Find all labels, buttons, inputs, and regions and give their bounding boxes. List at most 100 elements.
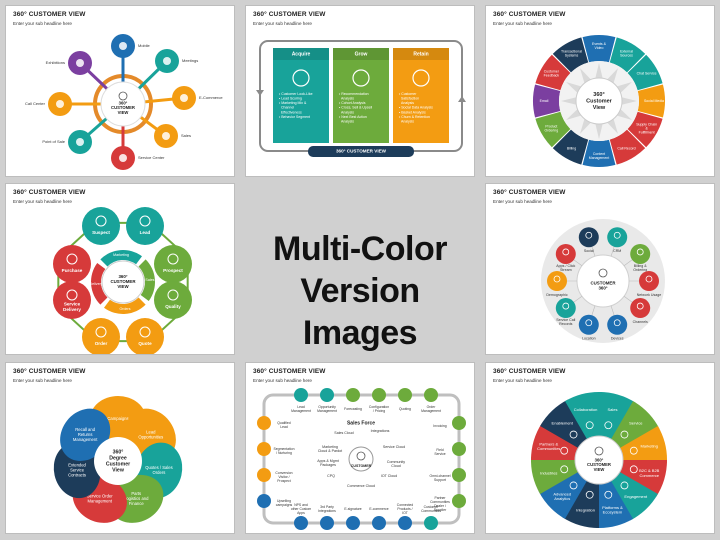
slide-6[interactable]: 360° CUSTOMER VIEW Enter your sub headli… <box>5 362 235 534</box>
cycle-label: Marketing <box>113 253 129 257</box>
slide-4[interactable]: 360° CUSTOMER VIEW Enter your sub headli… <box>5 183 235 355</box>
stage-bubble-5 <box>82 318 120 354</box>
swirl-icon <box>560 465 569 474</box>
column-item: Effectiveness <box>281 110 302 114</box>
column-title: Retain <box>413 51 428 57</box>
dot-label: Channels <box>633 320 648 324</box>
slide-title: 360° CUSTOMER VIEW <box>13 11 86 18</box>
column-item: • Lead Scoring <box>279 97 302 101</box>
dot-label: Location <box>582 337 596 341</box>
column-item: Satisfaction <box>401 97 419 101</box>
slide-subtitle: Enter your sub headline here <box>13 378 72 383</box>
bottom-node <box>346 516 360 530</box>
petal-label: Returns <box>78 432 93 437</box>
slide-1[interactable]: 360° CUSTOMER VIEW Enter your sub headli… <box>5 5 235 177</box>
petal-label: Service Order <box>87 494 113 499</box>
top-label: / Pricing <box>373 409 385 413</box>
swirl-segment-2 <box>619 426 667 464</box>
center-item: Marketing <box>322 445 338 449</box>
bubble-label: Point of Sale <box>42 139 65 144</box>
left-label: Prospect <box>277 479 290 483</box>
ring-segment-9 <box>533 84 561 118</box>
segment-label: Product <box>545 124 557 128</box>
center-label: VIEW <box>594 467 605 472</box>
ring-segment-3 <box>637 84 665 118</box>
slide-5[interactable]: 360° CUSTOMER VIEW Enter your sub headli… <box>485 183 715 355</box>
swirl-segment-10 <box>540 399 589 448</box>
inner-arrow <box>595 122 603 139</box>
petal-label: Management <box>88 498 113 503</box>
center-label: 360° <box>598 286 607 291</box>
column-item: • Recommendation <box>339 92 369 96</box>
top-label: Configuration <box>369 405 389 409</box>
inner-arrow <box>620 97 637 105</box>
bottom-node <box>398 516 412 530</box>
column-0 <box>273 48 329 143</box>
right-label: Supplier <box>434 508 447 512</box>
petal-label: Opportunities <box>138 434 163 439</box>
person-icon <box>118 91 128 101</box>
slide-title: 360° CUSTOMER VIEW <box>493 368 566 375</box>
top-node <box>346 388 360 402</box>
center-label: CUSTOMER <box>590 281 616 286</box>
bottom-node <box>320 516 334 530</box>
bottom-node <box>372 516 386 530</box>
swirl-icon <box>620 430 629 439</box>
top-label: Opportunity <box>318 405 336 409</box>
data-dot-2 <box>639 271 659 291</box>
swirl-label: Service <box>629 420 643 425</box>
right-label: Invoicing <box>433 424 446 428</box>
bubble-label: Service Center <box>138 155 165 160</box>
ring-segment-2 <box>627 54 663 91</box>
inner-arrow <box>595 63 603 80</box>
data-dot-6 <box>555 298 576 319</box>
data-dot-1 <box>630 243 651 264</box>
column-item: • Next Best Action <box>339 115 367 119</box>
center-disc <box>94 437 142 485</box>
right-label: Service <box>434 452 445 456</box>
slide-2[interactable]: 360° CUSTOMER VIEW Enter your sub headli… <box>245 5 475 177</box>
cycle-label: Delivery <box>90 282 103 286</box>
petal-label: Finance <box>129 501 145 506</box>
segment-label: & <box>645 126 648 130</box>
bubble-label: Mobile <box>138 43 151 48</box>
bubble-icon <box>119 42 127 50</box>
slide-8[interactable]: 360° CUSTOMER VIEW Enter your sub headli… <box>485 362 715 534</box>
column-item: Analysis <box>341 97 354 101</box>
column-item: • Customer Look-Like <box>279 92 313 96</box>
center-label: View <box>112 467 125 473</box>
column-head <box>393 48 449 60</box>
slide-7[interactable]: 360° CUSTOMER VIEW Enter your sub headli… <box>245 362 475 534</box>
footer-label: 360° CUSTOMER VIEW <box>336 149 387 154</box>
segment-label: Management <box>589 156 609 160</box>
swirl-icon <box>585 490 594 499</box>
dot-label: Stream <box>560 268 572 272</box>
slide-subtitle: Enter your sub headline here <box>493 21 552 26</box>
swirl-segment-7 <box>538 470 587 519</box>
center-disc <box>101 260 145 304</box>
left-arrow <box>256 90 264 96</box>
column-title: Acquire <box>292 51 311 57</box>
segment-label: Content <box>593 152 605 156</box>
top-label: Management <box>291 409 311 413</box>
dot-icon <box>636 302 644 310</box>
center-disc <box>575 77 623 125</box>
slide-subtitle: Enter your sub headline here <box>13 21 72 26</box>
swirl-segment-9 <box>531 423 579 460</box>
petal-label: Service <box>70 467 85 472</box>
customer-label: CUSTOMER <box>351 464 372 468</box>
segment-label: Sources <box>620 53 633 57</box>
center-label: CUSTOMER <box>110 279 136 284</box>
swirl-segment-6 <box>562 480 599 528</box>
slide-3[interactable]: 360° CUSTOMER VIEW Enter your sub headli… <box>485 5 715 177</box>
stage-icon <box>95 215 107 227</box>
stage-icon <box>167 289 179 301</box>
cycle-arrow-2 <box>104 297 146 314</box>
dot-icon <box>636 248 644 256</box>
swirl-label: B2C & B2B <box>639 468 660 473</box>
swirl-segment-1 <box>611 401 660 450</box>
right-label: Omni-channel <box>429 474 450 478</box>
top-label: Management <box>421 409 441 413</box>
bubble-icon <box>162 132 170 140</box>
